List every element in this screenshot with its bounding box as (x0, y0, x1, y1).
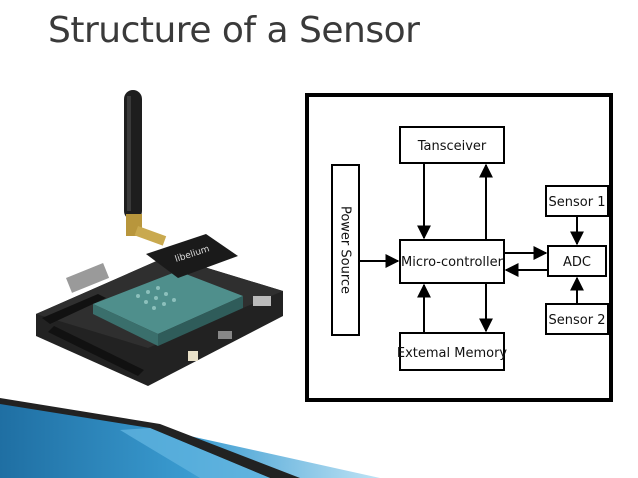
slide-title: Structure of a Sensor (48, 10, 420, 51)
microcontroller-box (399, 239, 505, 284)
transceiver-label: Tansceiver (417, 139, 487, 154)
adc-box (547, 245, 607, 277)
xbee-module (146, 234, 238, 278)
external-memory-label: Extemal Memory (397, 346, 508, 361)
sensor2-box (545, 303, 609, 335)
radio-module (93, 271, 243, 334)
power-source-label: Power Source (338, 206, 353, 294)
sensor2-label: Sensor 2 (549, 313, 606, 328)
footer-dark-line (0, 398, 300, 478)
sensor1-label: Sensor 1 (549, 195, 606, 210)
transceiver-box (399, 126, 505, 164)
microcontroller-label: Micro-controller (401, 255, 504, 270)
adc-label: ADC (563, 255, 591, 270)
power-source-box (331, 164, 360, 336)
external-memory-box (399, 332, 505, 371)
sensor-board-photo: libelium (36, 90, 283, 386)
sensor1-box (545, 185, 609, 217)
